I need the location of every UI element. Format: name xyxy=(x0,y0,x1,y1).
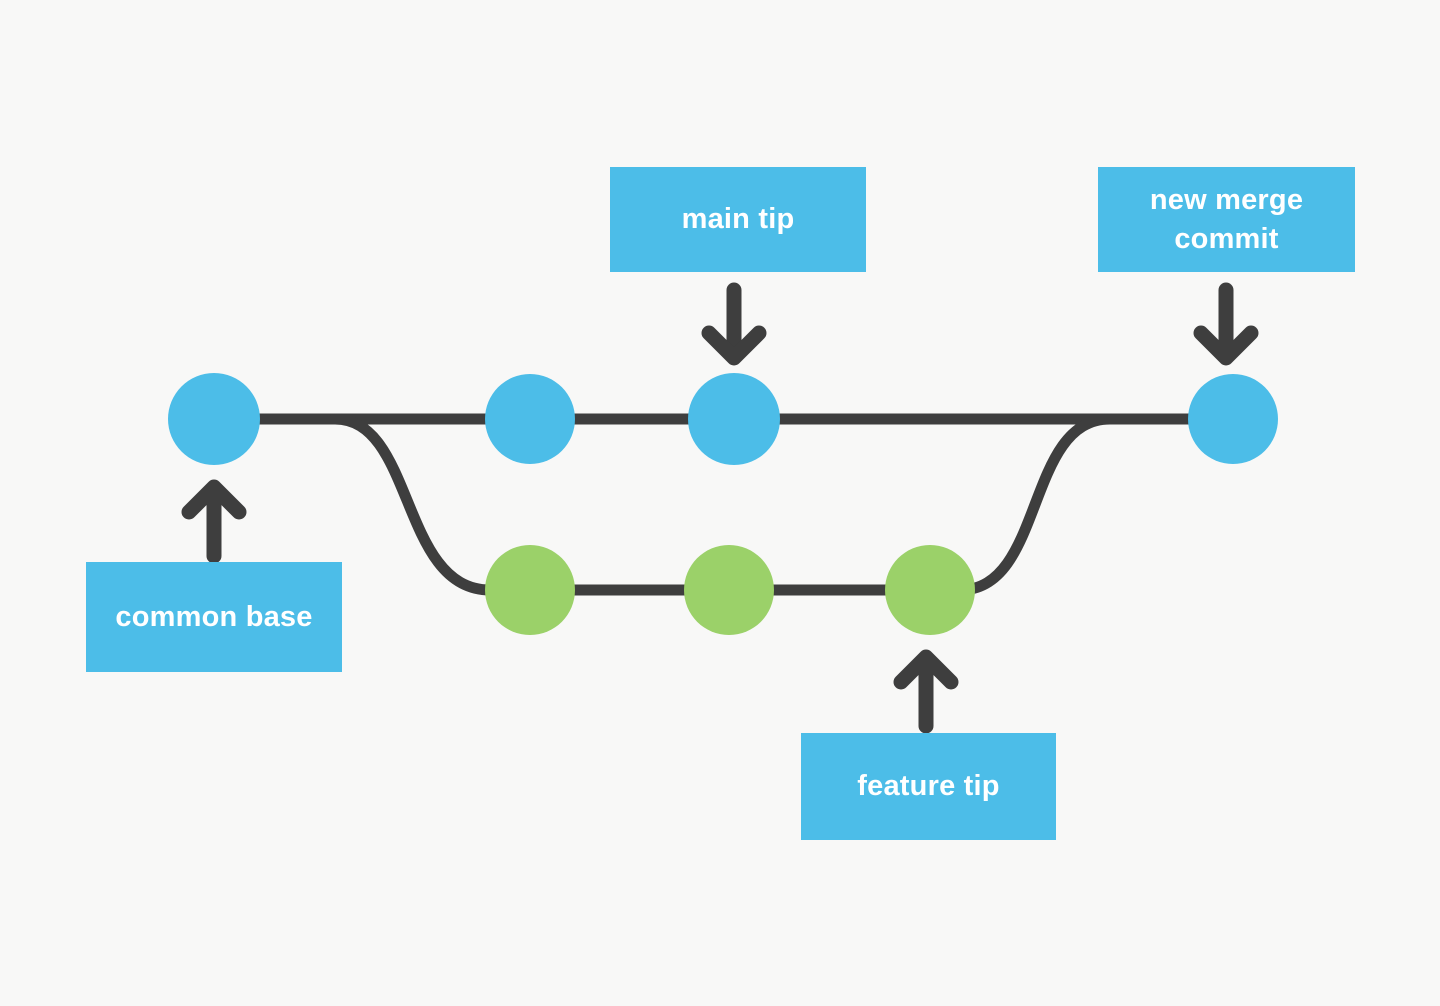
edge-branch-off-curve xyxy=(329,413,496,596)
arrow-down-icon-new-merge-commit xyxy=(1193,282,1259,366)
edge-merge-curve xyxy=(954,413,1116,596)
arrow-layer xyxy=(181,282,1259,734)
commit-node-feature-2[interactable] xyxy=(684,545,774,635)
callout-label-feature-tip[interactable]: feature tip xyxy=(801,733,1056,840)
arrow-down-icon-main-tip xyxy=(701,282,767,366)
commit-node-feature-1[interactable] xyxy=(485,545,575,635)
arrow-up-icon-common-base xyxy=(181,479,247,564)
commit-node-main-3[interactable] xyxy=(688,373,780,465)
commit-node-main-4[interactable] xyxy=(1188,374,1278,464)
callout-label-main-tip[interactable]: main tip xyxy=(610,167,866,272)
commit-node-feature-3[interactable] xyxy=(885,545,975,635)
node-layer xyxy=(168,373,1278,635)
callout-label-new-merge-commit[interactable]: new merge commit xyxy=(1098,167,1355,272)
commit-node-main-1[interactable] xyxy=(168,373,260,465)
arrow-up-icon-feature-tip xyxy=(893,649,959,734)
commit-node-main-2[interactable] xyxy=(485,374,575,464)
callout-label-common-base[interactable]: common base xyxy=(86,562,342,672)
